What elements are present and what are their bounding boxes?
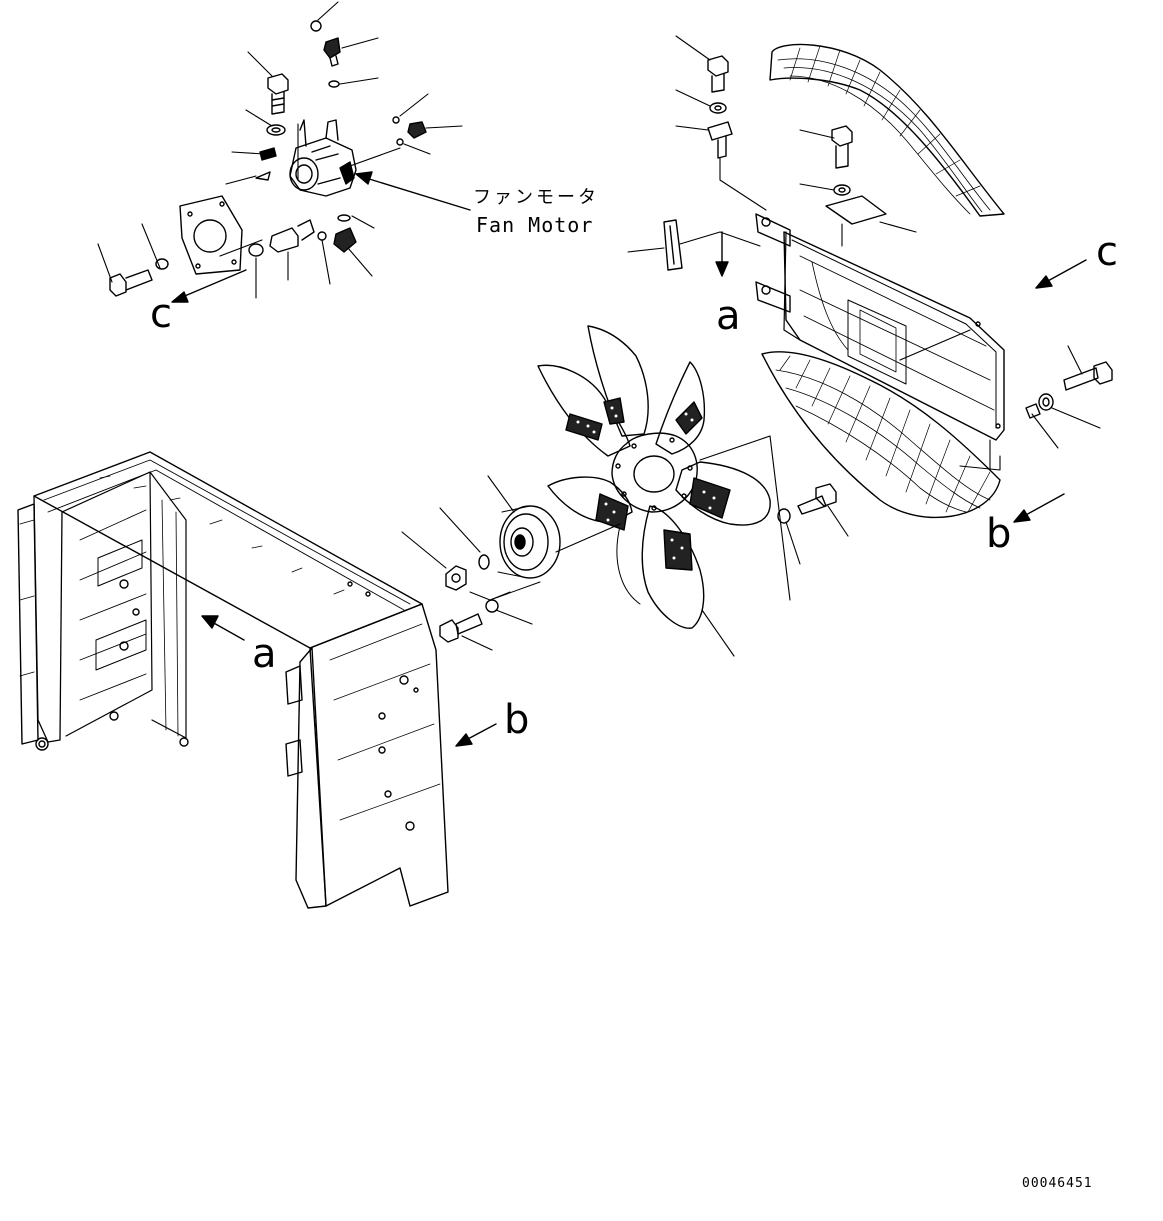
view-marker-a-top: a: [716, 293, 741, 339]
leader-lines-shroud: [628, 36, 1100, 564]
motor-side-fittings: [318, 117, 426, 252]
radiator-guard-frame: [18, 452, 448, 908]
fan-pulley-spacer: [488, 476, 620, 578]
leader-lines-motor: [98, 2, 462, 298]
fan-guard-lower: [762, 352, 1000, 518]
bolt-plate-right: [249, 220, 314, 256]
bolt-plate-left: [110, 259, 168, 296]
drawing-number: 00046451: [1022, 1176, 1093, 1191]
motor-mount-plate: [180, 196, 242, 274]
view-marker-b-right: b: [986, 511, 1012, 557]
arrow-b-right: [1024, 494, 1064, 516]
fan-motor-label-jp: ファンモータ: [473, 187, 599, 208]
bolt-shroud-right: [1026, 362, 1112, 418]
arrow-fan-motor: [366, 178, 470, 210]
view-marker-c-right: c: [1096, 229, 1118, 275]
view-marker-b-frame: b: [504, 697, 530, 743]
bolt-shroud-middle: [778, 484, 836, 523]
fan-shroud-assembly: [628, 36, 1112, 564]
arrow-b-frame: [466, 724, 496, 740]
fan-mount-hardware: [402, 508, 540, 650]
arrow-c-right: [1046, 260, 1086, 282]
fan-motor-label-en: Fan Motor: [476, 213, 594, 237]
motor-top-fitting: [311, 21, 340, 87]
fan-motor-assembly: [98, 2, 470, 302]
fan-motor: [290, 120, 356, 196]
bolt-bracket-top: [708, 56, 732, 158]
arrow-c-left: [180, 270, 246, 298]
bolt-motor-top: [256, 74, 288, 180]
seal-strip: [664, 220, 682, 270]
cooling-fan: [538, 326, 790, 656]
fan-shroud-frame: [756, 214, 1004, 440]
view-marker-a-frame: a: [252, 631, 277, 677]
view-marker-c-left: c: [150, 291, 172, 337]
fan-guard-upper: [770, 45, 1004, 216]
bolt-shroud-top: [826, 126, 886, 224]
arrow-a-frame: [212, 622, 244, 640]
